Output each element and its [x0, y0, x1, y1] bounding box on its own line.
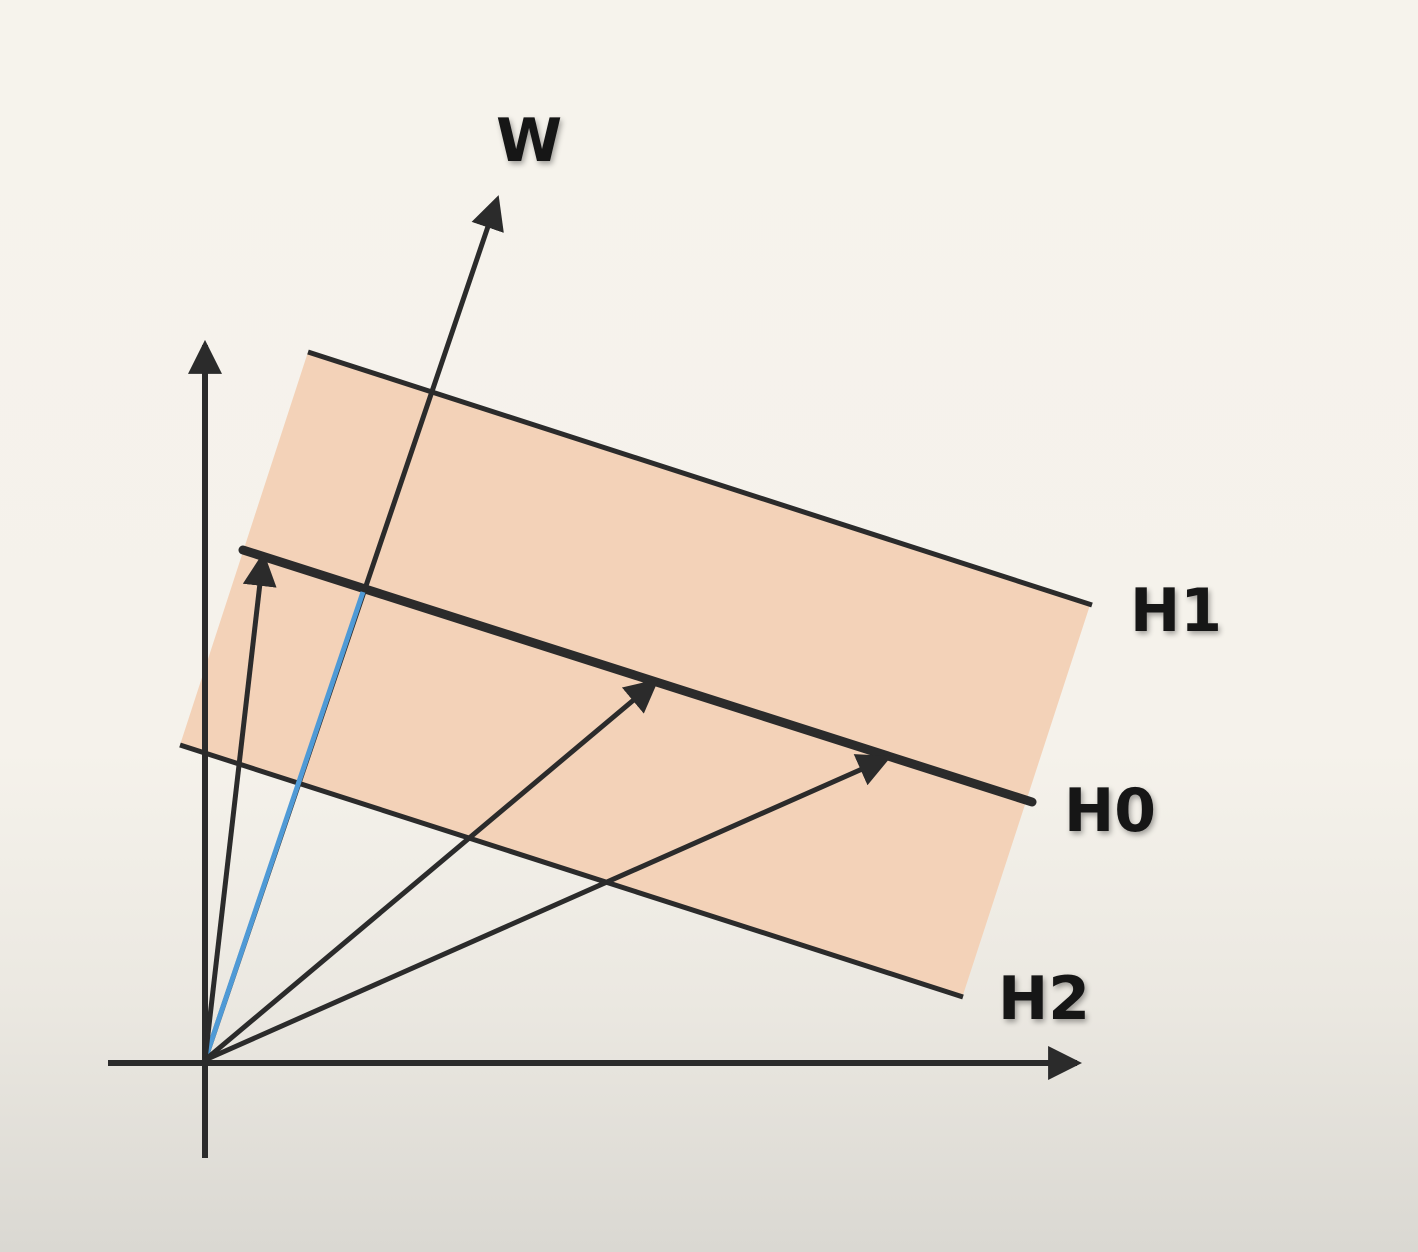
label-h0: H0	[1064, 776, 1156, 846]
label-h2: H2	[998, 964, 1090, 1034]
hyperplane-h2	[179, 742, 964, 1000]
hyperplane-h0	[238, 545, 1037, 807]
label-w: W	[496, 106, 562, 176]
w-projection-highlight	[202, 591, 366, 1061]
label-h1: H1	[1130, 576, 1222, 646]
vector-to-h0-point-2	[203, 678, 659, 1062]
vector-to-h0-point-3	[203, 754, 892, 1063]
hyperplane-h1	[307, 349, 1093, 608]
vector-to-h0-point-1	[202, 551, 277, 1061]
